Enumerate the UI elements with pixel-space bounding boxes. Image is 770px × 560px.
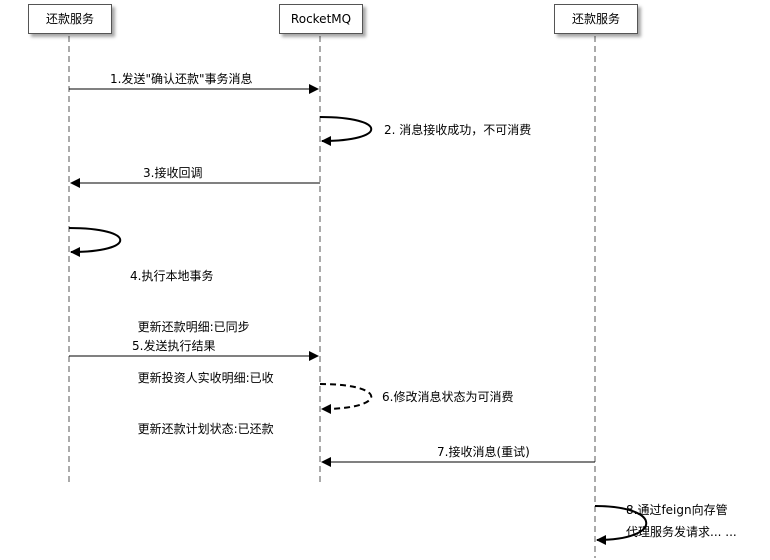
- message-8-line-2: 代理服务发请求... ...: [626, 525, 737, 539]
- participant-repay-service-1: 还款服务: [28, 4, 112, 34]
- message-8-line-1: 8.通过feign向存管: [626, 503, 728, 517]
- participant-rocketmq: RocketMQ: [279, 4, 363, 34]
- message-5-label: 5.发送执行结果: [132, 339, 215, 354]
- message-2-text: 2. 消息接收成功，不可消费: [384, 123, 532, 137]
- message-8-label: 8.通过feign向存管 代理服务发请求... ...: [626, 499, 737, 543]
- message-4-detail-3: 更新还款计划状态:已还款: [130, 422, 274, 436]
- message-2-label: 2. 消息接收成功，不可消费: [384, 123, 531, 138]
- message-8-self-loop: [594, 505, 648, 545]
- message-1-label: 1.发送"确认还款"事务消息: [110, 72, 253, 87]
- message-4-detail-1: 更新还款明细:已同步: [130, 320, 250, 334]
- message-2-self-loop: [319, 116, 373, 146]
- message-7-label: 7.接收消息(重试): [437, 445, 530, 460]
- message-4-title: 4.执行本地事务: [130, 269, 214, 283]
- message-4-self-loop: [68, 227, 122, 257]
- message-6-label: 6.修改消息状态为可消费: [382, 390, 513, 405]
- message-5-text: 5.发送执行结果: [132, 339, 216, 353]
- message-4-detail-2: 更新投资人实收明细:已收: [130, 371, 274, 385]
- message-4-label: 4.执行本地事务 更新还款明细:已同步 更新投资人实收明细:已收 更新还款计划状…: [130, 234, 274, 455]
- message-3-text: 3.接收回调: [143, 166, 203, 180]
- message-7-text: 7.接收消息(重试): [437, 445, 530, 459]
- message-1-text: 1.发送"确认还款"事务消息: [110, 72, 253, 86]
- message-6-text: 6.修改消息状态为可消费: [382, 390, 514, 404]
- participant-repay-service-2: 还款服务: [554, 4, 638, 34]
- message-6-self-loop: [319, 383, 373, 414]
- message-3-label: 3.接收回调: [143, 166, 202, 181]
